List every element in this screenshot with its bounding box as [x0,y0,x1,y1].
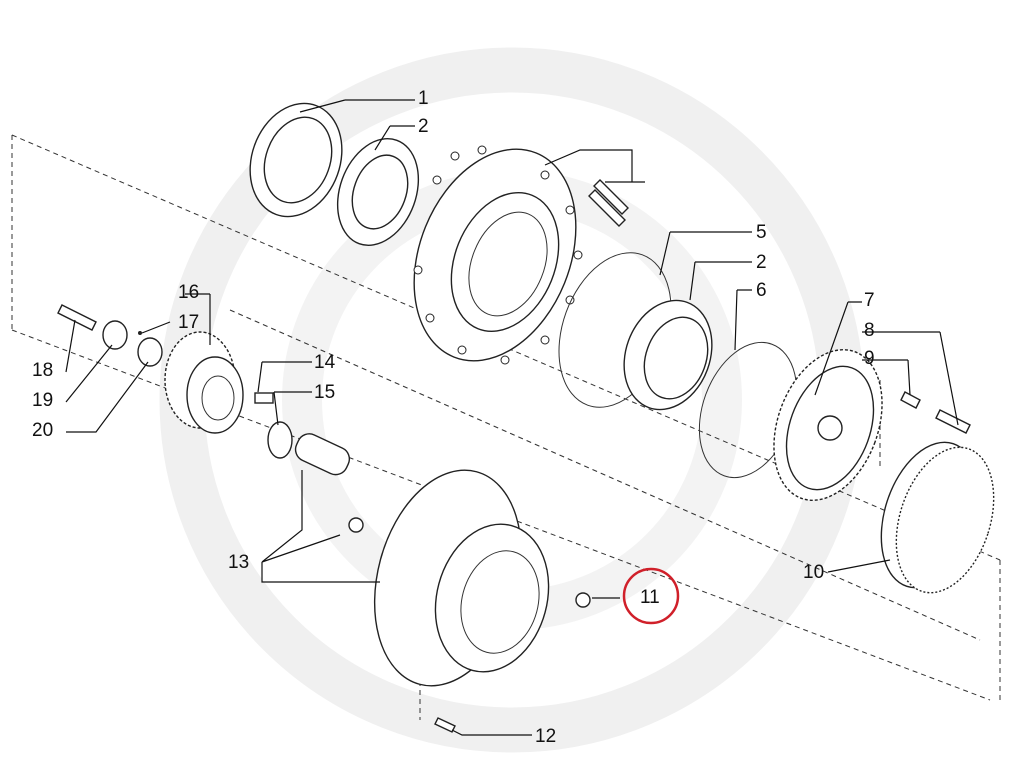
part-nut-11 [575,592,591,608]
callout-5: 5 [756,222,767,243]
callout-16: 16 [178,282,199,303]
callout-1: 1 [418,88,429,109]
callout-13: 13 [228,552,249,573]
leader-lines [65,99,959,736]
part-seal [249,102,343,218]
part-taper-bearing [623,299,713,411]
callout-8: 8 [864,320,875,341]
callout-19: 19 [32,390,53,411]
callout-2: 2 [418,116,429,137]
part-hub-flange [413,145,583,365]
callout-15: 15 [314,382,335,403]
part-key-14 [254,392,274,404]
part-housing [373,469,550,687]
callout-10: 10 [803,562,824,583]
part-bolt-9 [900,391,921,409]
callout-11: 11 [640,587,660,608]
part-sprocket [164,331,244,434]
part-screw-12 [434,717,456,733]
part-pin [294,433,351,476]
part-washer-19 [102,320,128,350]
part-studs [588,179,629,227]
callout-12: 12 [535,726,556,747]
part-pin-17 [138,331,142,335]
callout-20: 20 [32,420,53,441]
part-gear-carrier [773,349,883,501]
part-ring-gear [880,441,995,594]
callout-7: 7 [864,290,875,311]
callout-2b: 2 [756,252,767,273]
callout-18: 18 [32,360,53,381]
part-plug [348,517,364,533]
callout-14: 14 [314,352,336,373]
part-washer-15 [267,421,293,459]
part-bolt-18 [57,304,97,331]
callout-6: 6 [756,280,767,301]
part-bolt-8 [935,409,971,434]
callout-9: 9 [864,348,875,369]
highlight-circle [622,567,680,625]
part-bearing [336,138,420,246]
part-washer-20 [137,337,163,367]
callout-17: 17 [178,312,199,333]
